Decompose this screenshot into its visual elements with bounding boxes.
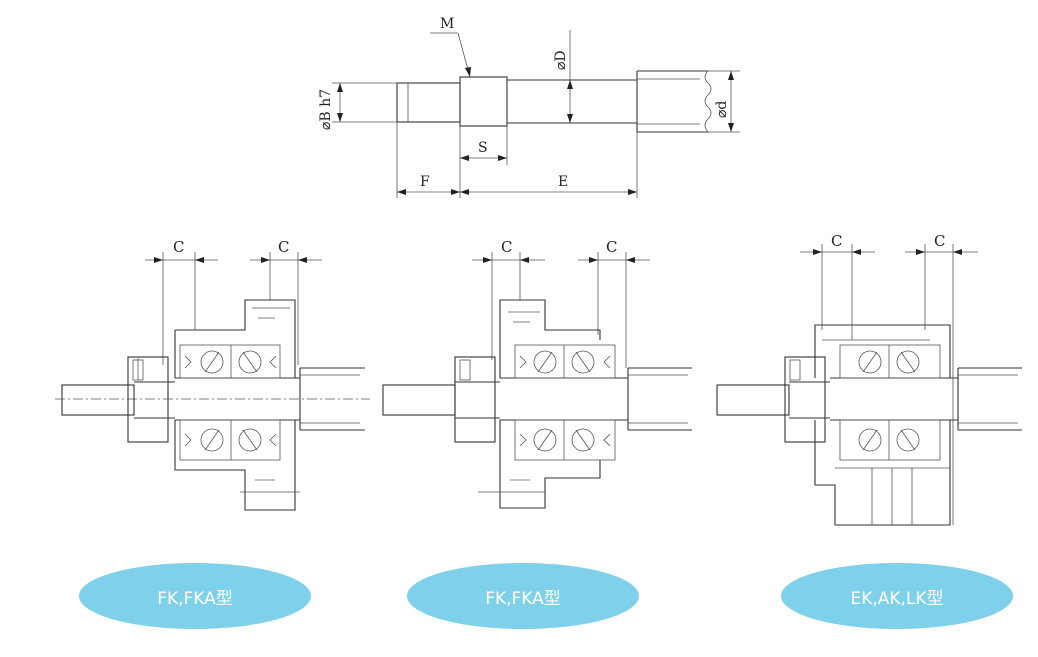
shaft-thread-m (459, 76, 508, 127)
label-ob-h7: ⌀B h7 (318, 89, 334, 130)
label-c-left-1: C (173, 238, 184, 256)
caption-text-fk-1: FK,FKA型 (157, 588, 233, 609)
assembly-fk-2: C C (382, 238, 692, 509)
caption-text-ek: EK,AK,LK型 (850, 588, 944, 609)
label-c-right-3: C (934, 232, 945, 250)
caption-text-fk-2: FK,FKA型 (485, 588, 561, 609)
label-f: F (420, 174, 430, 190)
label-s: S (478, 140, 488, 156)
caption-pill-ek: EK,AK,LK型 (781, 563, 1013, 629)
assembly-fk-1: C C (55, 238, 370, 511)
shaft-end-b (396, 82, 461, 123)
shaft-dimension-drawing: ⌀B h7 ⌀D ⌀d M S F E (318, 16, 740, 198)
label-m: M (440, 16, 454, 32)
assembly-ek: C C (716, 232, 1022, 526)
label-c-left-2: C (501, 238, 512, 256)
label-c-left-3: C (831, 232, 842, 250)
label-c-right-2: C (606, 238, 617, 256)
label-od: ⌀D (553, 50, 569, 70)
label-c-right-1: C (278, 238, 289, 256)
label-e: E (558, 174, 568, 190)
label-sd: ⌀d (714, 101, 730, 118)
caption-pill-fk-1: FK,FKA型 (79, 563, 311, 629)
caption-pill-fk-2: FK,FKA型 (407, 563, 639, 629)
